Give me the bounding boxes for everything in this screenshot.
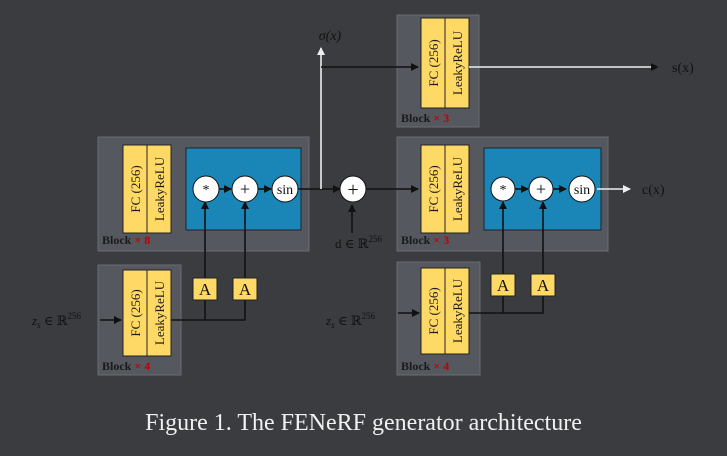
ops-left: * + sin (192, 175, 299, 203)
block-count: × 4 (134, 359, 150, 373)
svg-text:+: + (536, 179, 546, 199)
affine-label: A (239, 280, 252, 299)
s-output-label: s(x) (672, 61, 694, 76)
svg-text:*: * (203, 183, 210, 198)
figure-caption: Figure 1. The FENeRF generator architect… (145, 410, 582, 436)
plus-node (231, 175, 259, 203)
sin-node (271, 175, 299, 203)
sigma-output-label: σ(x) (319, 29, 342, 44)
svg-text:+: + (347, 179, 358, 201)
zs-input-label-right: zs ∈ ℝ256 (325, 311, 376, 330)
svg-text:Block × 8: Block × 8 (102, 233, 150, 247)
block-label: Block (401, 111, 431, 125)
big-plus-node: + (339, 175, 367, 203)
block-label: Block (401, 233, 431, 247)
affine-boxes-right: A A (490, 273, 556, 297)
fc-label: FC (256) (426, 287, 441, 334)
block-label: Block (401, 359, 431, 373)
fc-label: FC (256) (426, 39, 441, 86)
svg-text:Block × 4: Block × 4 (401, 359, 449, 373)
c-output-label: c(x) (642, 183, 665, 198)
affine-label: A (497, 276, 510, 295)
svg-text:Block × 4: Block × 4 (102, 359, 150, 373)
block-count: × 8 (134, 233, 150, 247)
affine-boxes-left: A A (192, 277, 258, 301)
leaky-label: LeakyReLU (450, 156, 465, 221)
d-input-label: d ∈ ℝ256 (335, 234, 382, 251)
block-top-sigma: FC (256) LeakyReLU Block × 3 (396, 14, 480, 128)
svg-text:Block × 3: Block × 3 (401, 111, 449, 125)
mult-node (192, 175, 220, 203)
zs-input-label-left: zs ∈ ℝ256 (31, 311, 82, 330)
plus-node (528, 176, 554, 202)
svg-text:*: * (500, 183, 507, 198)
block-label: Block (102, 233, 132, 247)
fc-label: FC (256) (128, 289, 143, 336)
svg-text:+: + (240, 179, 250, 199)
fc-label: FC (256) (128, 165, 143, 212)
mult-node (490, 176, 516, 202)
affine-label: A (199, 280, 212, 299)
affine-label: A (537, 276, 550, 295)
leaky-label: LeakyReLU (152, 280, 167, 345)
block-right-mapping: FC (256) LeakyReLU Block × 4 (396, 261, 481, 376)
svg-text:Block × 3: Block × 3 (401, 233, 449, 247)
fc-label: FC (256) (426, 165, 441, 212)
ops-right: * + sin (490, 175, 596, 203)
svg-text:sin: sin (574, 183, 590, 198)
block-label: Block (102, 359, 132, 373)
sin-node (568, 175, 596, 203)
block-count: × 4 (433, 359, 449, 373)
block-count: × 3 (433, 111, 449, 125)
leaky-label: LeakyReLU (152, 156, 167, 221)
svg-text:sin: sin (277, 183, 293, 198)
block-count: × 3 (433, 233, 449, 247)
connections (100, 47, 659, 324)
leaky-label: LeakyReLU (450, 30, 465, 95)
leaky-label: LeakyReLU (450, 278, 465, 343)
